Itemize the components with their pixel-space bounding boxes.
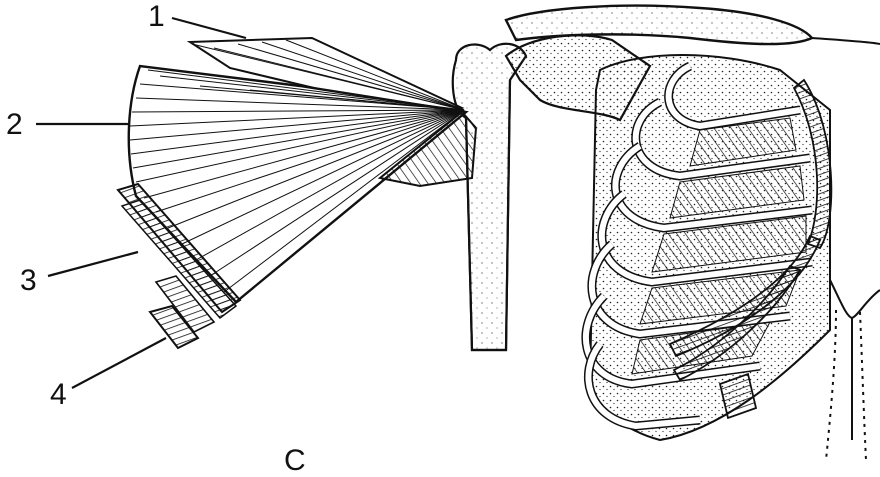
muscle-fan <box>118 38 476 348</box>
label-4: 4 <box>50 380 67 410</box>
leader-line-3 <box>48 252 138 276</box>
leader-line-1 <box>172 18 246 38</box>
label-2: 2 <box>6 110 23 140</box>
leader-line-4 <box>72 338 166 388</box>
humerus <box>453 44 526 350</box>
label-1: 1 <box>148 2 165 32</box>
rib-cage <box>586 55 830 440</box>
label-3: 3 <box>20 266 37 296</box>
